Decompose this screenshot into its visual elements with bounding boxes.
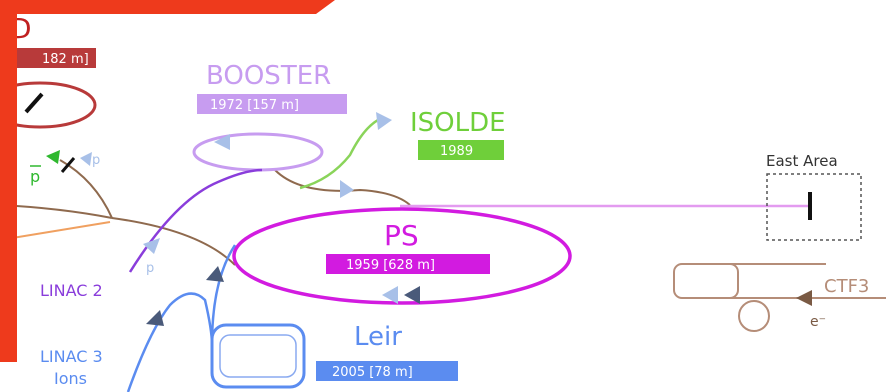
leir-arrow-icon <box>206 266 224 282</box>
ad-target-marker <box>24 92 44 114</box>
red-frame-top <box>0 0 335 14</box>
booster-year-box <box>197 94 347 114</box>
p-label-booster: p <box>146 261 154 276</box>
isolde-year-label: 1989 <box>440 144 473 159</box>
ad-year-label: 182 m] <box>42 52 89 67</box>
ps-injection-arrow-icon <box>340 180 354 198</box>
transfer-line-booster-to-ps <box>274 169 411 206</box>
linac3-arrow-icon <box>146 310 164 326</box>
pbar-arrow-icon <box>46 150 60 164</box>
booster-name-label: BOOSTER <box>206 61 331 91</box>
electron-arrow-icon <box>796 290 812 306</box>
ps-name-label: PS <box>384 219 419 252</box>
leir-to-ps-line <box>210 244 237 346</box>
electron-label: e⁻ <box>810 314 826 330</box>
p-arrow-icon <box>80 152 92 166</box>
ctf3-ring <box>738 300 770 332</box>
east-area-label: East Area <box>766 152 838 170</box>
leir-ring <box>210 323 306 389</box>
leir-year-label: 2005 [78 m] <box>332 365 413 380</box>
ps-arrow-light-icon <box>382 286 398 304</box>
linac3-label-line2: Ions <box>54 369 87 388</box>
ps-ring <box>232 207 572 305</box>
isolde-year-box <box>418 140 504 160</box>
ps-year-box <box>326 254 490 274</box>
ps-year-label: 1959 [628 m] <box>346 258 435 273</box>
linac2-label: LINAC 2 <box>40 281 103 300</box>
linac2-arrow-icon <box>143 238 160 254</box>
isolde-name-label: ISOLDE <box>410 108 506 138</box>
east-area-box <box>766 173 862 241</box>
p-label-left: p <box>92 153 100 168</box>
leir-name-label: Leir <box>354 322 402 352</box>
linac2-line <box>128 168 263 273</box>
isolde-line <box>299 116 383 190</box>
ad-year-box <box>0 48 96 68</box>
isolde-arrow-icon <box>376 112 392 130</box>
leir-year-box <box>316 361 458 381</box>
pbar-label: p <box>30 167 40 186</box>
booster-arrow-icon <box>214 134 230 150</box>
transfer-line-pbar <box>59 159 113 219</box>
transfer-line-ps-to-ad <box>111 217 236 266</box>
red-frame-left <box>0 0 17 362</box>
leir-ring-inner <box>219 334 297 378</box>
linac3-label-line1: LINAC 3 <box>40 347 103 366</box>
ps-arrow-dark-icon <box>404 286 420 304</box>
booster-year-label: 1972 [157 m] <box>210 98 299 113</box>
ad-ring <box>0 81 97 129</box>
linac3-line <box>126 292 214 392</box>
pbar-target-marker <box>60 157 76 173</box>
ctf3-box <box>673 263 739 299</box>
ctf3-label: CTF3 <box>824 276 869 297</box>
booster-ring <box>192 132 324 172</box>
